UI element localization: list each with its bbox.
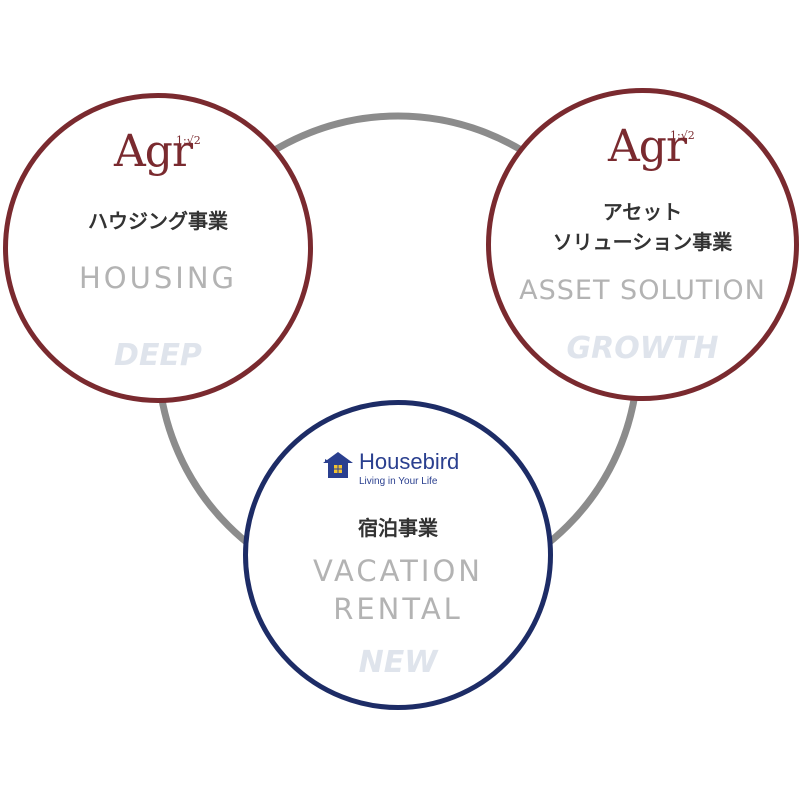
- housing-title-en: HOUSING: [79, 261, 237, 295]
- vacation-title-en-line2: RENTAL: [333, 592, 463, 626]
- housing-tag: DEEP: [114, 338, 202, 373]
- agr-logo: Agr 1:√2: [114, 126, 201, 177]
- housing-circle[interactable]: Agr 1:√2 ハウジング事業 HOUSING DEEP: [3, 93, 313, 403]
- housebird-logo-name: Housebird: [359, 449, 460, 474]
- agr-logo-ratio: 1:√2: [670, 129, 695, 142]
- agr-logo: Agr 1:√2: [608, 121, 695, 172]
- housebird-logo: Housebird Living in Your Life: [321, 449, 491, 493]
- asset-tag: GROWTH: [566, 331, 719, 366]
- vacation-title-ja: 宿泊事業: [358, 516, 438, 540]
- housing-title-ja: ハウジング事業: [88, 209, 228, 233]
- vacation-tag: NEW: [358, 645, 438, 680]
- agr-logo-text: Agr: [114, 126, 193, 177]
- asset-title-en: ASSET SOLUTION: [519, 275, 766, 306]
- house-bird-icon: [323, 452, 353, 478]
- asset-solution-circle[interactable]: Agr 1:√2 アセット ソリューション事業 ASSET SOLUTION G…: [486, 88, 799, 401]
- asset-title-ja-line1: アセット: [602, 200, 683, 224]
- agr-logo-ratio: 1:√2: [176, 134, 201, 147]
- agr-logo-text: Agr: [608, 121, 687, 172]
- housebird-logo-tagline: Living in Your Life: [359, 476, 438, 487]
- vacation-title-en-line1: VACATION: [313, 554, 483, 588]
- vacation-rental-circle[interactable]: Housebird Living in Your Life 宿泊事業 VACAT…: [243, 400, 553, 710]
- asset-title-ja-line2: ソリューション事業: [552, 230, 733, 254]
